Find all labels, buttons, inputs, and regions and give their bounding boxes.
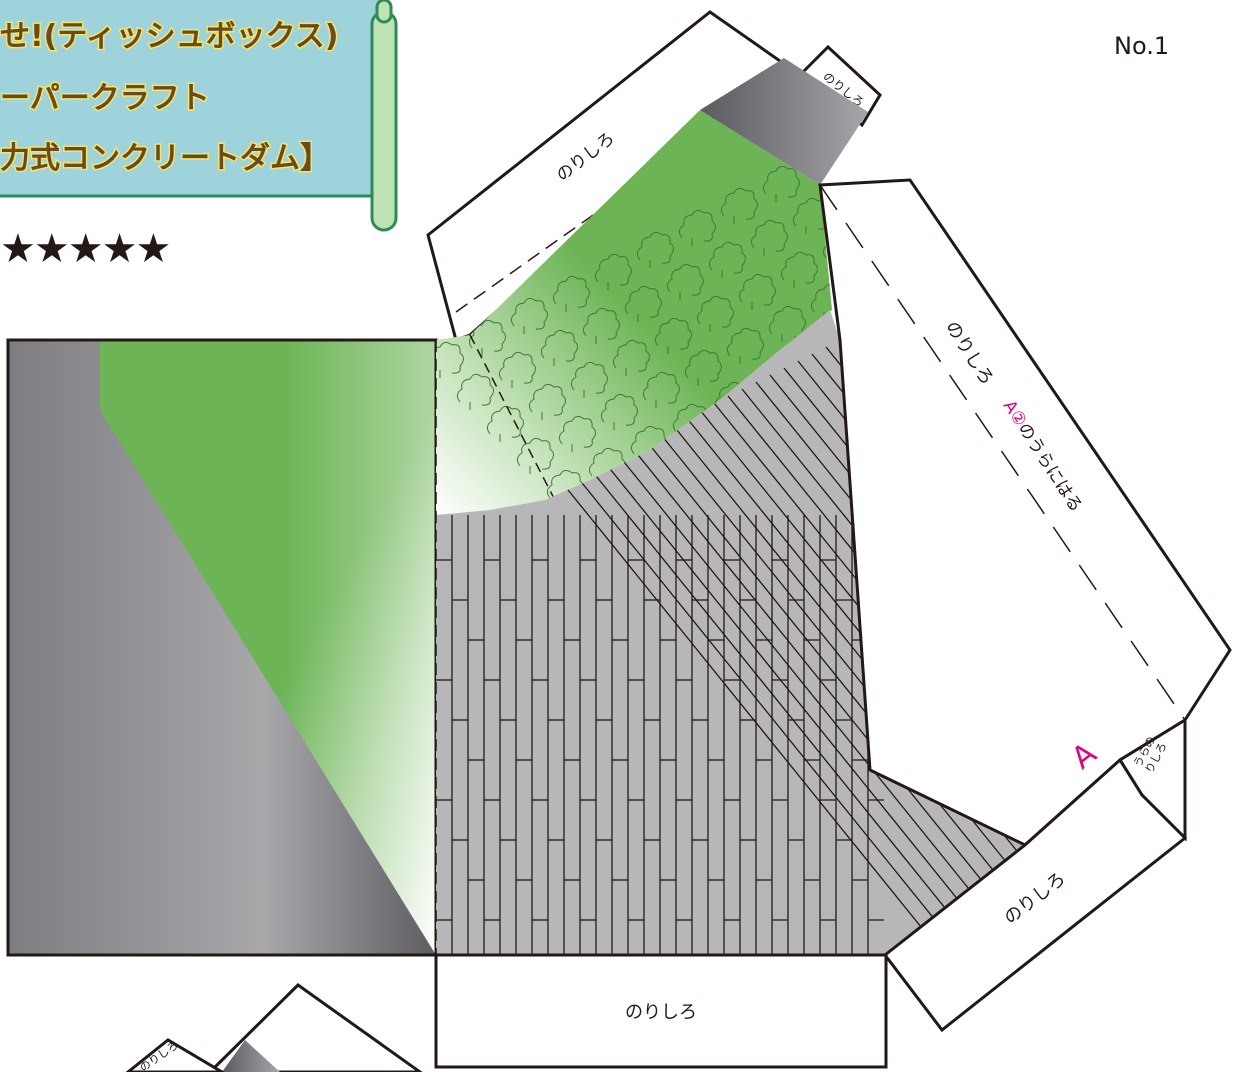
glue-label-bottom: のりしろ (625, 1002, 697, 1023)
tree-icon (594, 253, 632, 290)
tree-icon (696, 295, 734, 332)
glue-tab-right: のりしろ A②のうらにはる A (818, 178, 1232, 847)
tree-icon (498, 351, 536, 388)
tree-icon (510, 297, 548, 334)
tree-icon (468, 319, 506, 356)
tree-icon (540, 329, 578, 366)
concrete-block-pattern (436, 310, 1025, 955)
slope-course (573, 472, 995, 955)
tree-icon (582, 307, 620, 344)
slope-course (559, 479, 981, 955)
glue-tab-bottom: のりしろ (434, 953, 888, 1069)
tree-icon (666, 263, 704, 300)
slope-course (615, 451, 1025, 955)
side-wall-panel (6, 338, 438, 957)
tree-icon (570, 361, 608, 398)
tree-icon (720, 187, 758, 224)
tree-icon (624, 285, 662, 322)
tree-icon (600, 393, 638, 430)
slope-course (601, 458, 1023, 955)
title-line-2: ーパークラフト (0, 81, 210, 116)
tree-icon (486, 405, 524, 442)
tree-icon (768, 305, 806, 342)
tree-icon (750, 219, 788, 256)
page-number: No.1 (1114, 32, 1169, 60)
slope-course (587, 465, 1009, 955)
tree-icon (552, 275, 590, 312)
concrete-face-panel (435, 310, 1025, 955)
title-banner: せ!(ティッシュボックス) ーパークラフト 力式コンクリートダム】 (0, 0, 398, 232)
tree-icon (528, 383, 566, 420)
tree-icon (636, 231, 674, 268)
tree-icon (738, 273, 776, 310)
tree-icon (612, 339, 650, 376)
scroll-roll-icon (370, 10, 398, 232)
title-line-3: 力式コンクリートダム】 (0, 141, 330, 176)
tree-icon (762, 165, 800, 202)
tree-icon (456, 373, 494, 410)
tree-icon (678, 209, 716, 246)
slope-course (629, 444, 1025, 955)
tree-icon (436, 341, 464, 378)
dam-crest (700, 58, 868, 185)
next-piece: のりしろ (125, 983, 423, 1072)
difficulty-stars: ★★★★★ (0, 226, 169, 272)
tree-icon (654, 317, 692, 354)
tree-icon (516, 437, 554, 474)
tree-icon (780, 251, 818, 288)
tree-icon (642, 371, 680, 408)
title-line-1: せ!(ティッシュボックス) (0, 19, 338, 54)
tree-icon (558, 415, 596, 452)
glue-tab-bottom-right: のりしろ (882, 757, 1188, 1033)
tree-icon (708, 241, 746, 278)
tree-icon (726, 327, 764, 364)
tree-icon (684, 349, 722, 386)
